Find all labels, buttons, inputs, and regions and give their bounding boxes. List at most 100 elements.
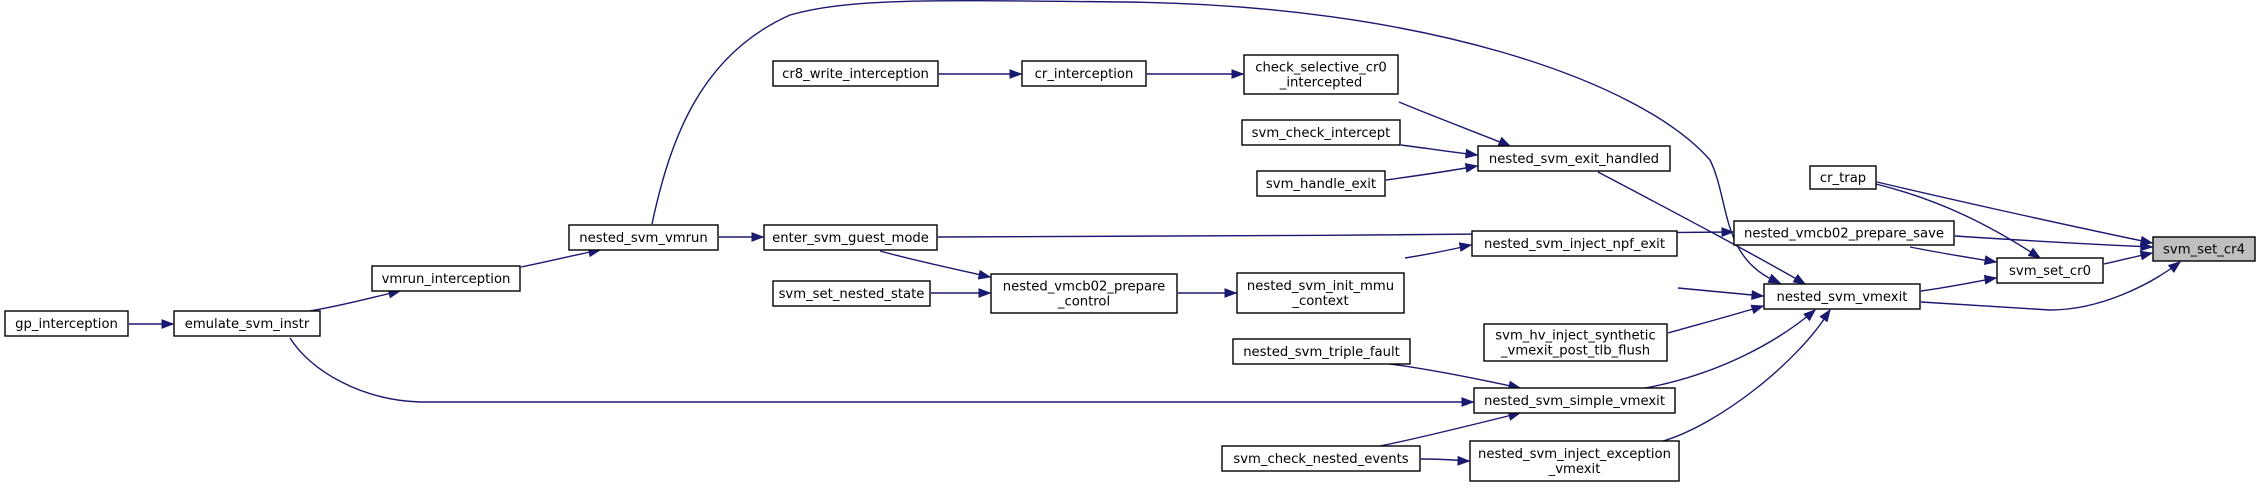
node-label: cr_trap: [1820, 171, 1866, 186]
node-label: nested_svm_vmexit: [1777, 290, 1908, 305]
edge-nested_svm_init_mmu_context-to-nested_svm_inject_npf_exit: [1404, 242, 1473, 259]
edge-arrowhead: [2167, 261, 2182, 273]
node-emulate-svm-instr[interactable]: emulate_svm_instr: [173, 310, 321, 337]
node-cr8-write-interception[interactable]: cr8_write_interception: [772, 60, 939, 87]
edge-arrowhead: [1750, 304, 1765, 315]
edge-line: [1875, 183, 2041, 259]
node-label: gp_interception: [15, 317, 118, 332]
node-nested-svm-inject-exception-vmexit[interactable]: nested_svm_inject_exception_vmexit: [1469, 440, 1680, 482]
node-nested-svm-simple-vmexit[interactable]: nested_svm_simple_vmexit: [1473, 387, 1676, 414]
edge-arrowhead: [1983, 255, 1998, 265]
node-box[interactable]: [1243, 54, 1399, 95]
node-nested-svm-inject-npf-exit[interactable]: nested_svm_inject_npf_exit: [1471, 230, 1678, 257]
node-box[interactable]: [1477, 145, 1671, 172]
node-svm-set-nested-state[interactable]: svm_set_nested_state: [772, 280, 931, 307]
edge-svm_check_nested_events-to-nested_svm_inject_exception_vmexit: [1420, 455, 1471, 466]
node-gp-interception[interactable]: gp_interception: [4, 310, 129, 337]
edge-line: [1667, 305, 1764, 334]
edge-line: [1389, 363, 1521, 389]
edge-cr_trap-to-svm_set_cr0: [1875, 183, 2042, 259]
node-box[interactable]: [1256, 170, 1386, 197]
node-box[interactable]: [772, 60, 939, 87]
node-box[interactable]: [371, 265, 521, 292]
node-box[interactable]: [1733, 220, 1955, 246]
node-box[interactable]: [1483, 323, 1668, 362]
node-box[interactable]: [2152, 236, 2256, 262]
node-svm-check-intercept[interactable]: svm_check_intercept: [1241, 119, 1401, 146]
node-box[interactable]: [173, 310, 321, 337]
node-enter-svm-guest-mode[interactable]: enter_svm_guest_mode: [763, 224, 938, 251]
node-svm-set-cr0[interactable]: svm_set_cr0: [1996, 257, 2104, 284]
node-label: enter_svm_guest_mode: [772, 231, 929, 246]
node-box[interactable]: [763, 224, 938, 251]
node-box[interactable]: [1473, 387, 1676, 414]
edge-arrowhead: [1721, 227, 1735, 238]
edge-nested_svm_vmrun-to-enter_svm_guest_mode: [719, 232, 765, 242]
edge-svm_check_intercept-to-nested_svm_exit_handled: [1400, 144, 1479, 159]
node-box[interactable]: [1763, 283, 1921, 310]
edge-line: [1876, 181, 2153, 244]
edge-nested_svm_vmrun-to-nested_svm_vmexit: [651, 0, 1782, 284]
node-box[interactable]: [1241, 119, 1401, 146]
node-box[interactable]: [990, 273, 1178, 314]
node-box[interactable]: [1996, 257, 2104, 284]
node-cr-interception[interactable]: cr_interception: [1021, 60, 1147, 87]
edge-gp_interception-to-emulate_svm_instr: [129, 319, 175, 329]
node-svm-handle-exit[interactable]: svm_handle_exit: [1256, 170, 1386, 197]
edge-nested_vmcb02_prepare_control-to-enter_svm_guest_mode: [879, 250, 992, 280]
edge-emulate_svm_instr-to-nested_svm_simple_vmexit: [289, 337, 1475, 407]
node-nested-svm-triple-fault[interactable]: nested_svm_triple_fault: [1232, 338, 1411, 365]
node-label: emulate_svm_instr: [185, 317, 310, 332]
node-cr-trap[interactable]: cr_trap: [1809, 165, 1877, 190]
node-nested-svm-vmrun[interactable]: nested_svm_vmrun: [568, 224, 719, 251]
edge-cr_interception-to-check_selective_cr0_intercepted: [1147, 69, 1245, 79]
node-label: nested_svm_inject_exception: [1478, 447, 1671, 462]
edge-nested_svm_vmexit-to-svm_set_cr0: [1920, 274, 1998, 292]
edge-line: [1677, 287, 1764, 297]
node-box[interactable]: [1469, 440, 1680, 482]
node-box[interactable]: [1232, 338, 1411, 365]
node-nested-vmcb02-prepare-control[interactable]: nested_vmcb02_prepare_control: [990, 273, 1178, 314]
edge-nested_svm_triple_fault-to-nested_svm_simple_vmexit: [1389, 363, 1522, 391]
edge-cr8_write_interception-to-cr_interception: [939, 69, 1023, 79]
node-label: _vmexit: [1548, 462, 1601, 477]
edges-layer: [129, 0, 2182, 466]
node-vmrun-interception[interactable]: vmrun_interception: [371, 265, 521, 292]
edge-arrowhead: [1464, 163, 1479, 173]
node-label: svm_handle_exit: [1266, 177, 1376, 192]
edge-emulate_svm_instr-to-vmrun_interception: [309, 288, 402, 312]
edge-line: [1639, 309, 1816, 390]
edge-arrowhead: [1751, 290, 1765, 300]
node-box[interactable]: [568, 224, 719, 251]
node-box[interactable]: [1221, 445, 1421, 472]
node-box[interactable]: [772, 280, 931, 307]
node-svm-hv-inject-synthetic-vmexit-post-tlb-flush[interactable]: svm_hv_inject_synthetic_vmexit_post_tlb_…: [1483, 323, 1668, 362]
edge-arrowhead: [161, 319, 175, 329]
node-check-selective-cr0-intercepted[interactable]: check_selective_cr0_intercepted: [1243, 54, 1399, 95]
edge-arrowhead: [1983, 274, 1998, 285]
node-box[interactable]: [1236, 272, 1405, 314]
edge-line: [1398, 101, 1511, 147]
edge-nested_svm_inject_npf_exit-to-nested_svm_vmexit: [1677, 287, 1765, 300]
edge-line: [1659, 309, 1831, 443]
node-label: svm_set_nested_state: [779, 287, 925, 302]
node-box[interactable]: [4, 310, 129, 337]
node-label: nested_svm_triple_fault: [1243, 345, 1400, 360]
node-label: _vmexit_post_tlb_flush: [1500, 344, 1650, 359]
node-box[interactable]: [1471, 230, 1678, 257]
node-svm-check-nested-events[interactable]: svm_check_nested_events: [1221, 445, 1421, 472]
node-label: vmrun_interception: [382, 272, 511, 287]
edge-arrowhead: [1457, 455, 1471, 466]
node-label: svm_set_cr0: [2009, 264, 2091, 279]
node-box[interactable]: [1021, 60, 1147, 87]
node-nested-vmcb02-prepare-save[interactable]: nested_vmcb02_prepare_save: [1733, 220, 1955, 246]
node-label: nested_svm_simple_vmexit: [1484, 394, 1665, 409]
node-svm-set-cr4[interactable]: svm_set_cr4: [2152, 236, 2256, 262]
edge-svm_set_nested_state-to-nested_vmcb02_prepare_control: [931, 288, 992, 298]
node-box[interactable]: [1809, 165, 1877, 190]
node-nested-svm-init-mmu-context[interactable]: nested_svm_init_mmu_context: [1236, 272, 1405, 314]
node-nested-svm-vmexit[interactable]: nested_svm_vmexit: [1763, 283, 1921, 310]
node-label: check_selective_cr0: [1255, 61, 1387, 76]
node-nested-svm-exit-handled[interactable]: nested_svm_exit_handled: [1477, 145, 1671, 172]
